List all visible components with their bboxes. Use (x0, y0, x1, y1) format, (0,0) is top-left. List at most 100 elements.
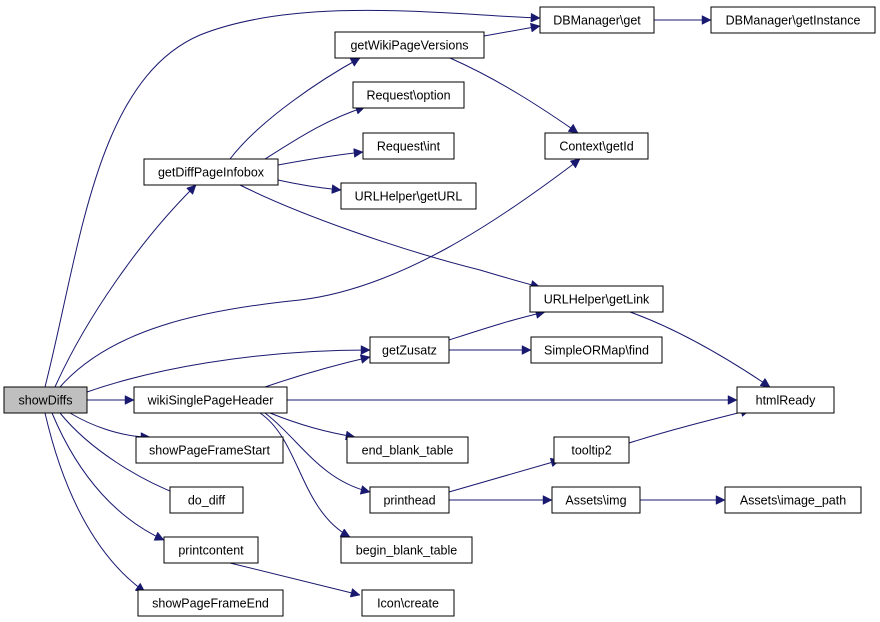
node-AssetsImagePath[interactable]: Assets\image_path (724, 486, 862, 514)
node-box (340, 182, 477, 210)
node-label: htmlReady (756, 394, 816, 408)
node-label: getDiffPageInfobox (158, 166, 265, 180)
node-wikiSinglePageHeader[interactable]: wikiSinglePageHeader (133, 386, 288, 414)
node-box (553, 436, 630, 464)
node-box (736, 386, 835, 414)
edge-showDiffs-to-getDiffPageInfobox (54, 184, 196, 388)
node-getDiffPageInfobox[interactable]: getDiffPageInfobox (143, 158, 279, 186)
node-label: showDiffs (19, 394, 73, 408)
node-label: URLHelper\getLink (544, 293, 650, 307)
node-label: begin_blank_table (356, 544, 458, 558)
node-box (346, 436, 469, 464)
node-label: tooltip2 (571, 444, 611, 458)
node-label: do_diff (188, 494, 226, 508)
node-label: printcontent (178, 544, 244, 558)
edge-getDiffPageInfobox-to-RequestOption (264, 107, 365, 160)
node-label: Request\int (377, 140, 441, 154)
edge-showDiffs-to-DBManagerGet (44, 9, 540, 388)
node-label: Assets\image_path (740, 494, 846, 508)
node-box (369, 336, 450, 364)
edge-arrow (449, 57, 578, 134)
node-URLHelperGetLink[interactable]: URLHelper\getLink (529, 285, 664, 313)
node-label: showPageFrameEnd (152, 597, 269, 611)
node-tooltip2[interactable]: tooltip2 (553, 436, 630, 464)
node-label: SimpleORMap\find (544, 344, 649, 358)
node-box (135, 436, 284, 464)
node-box (362, 132, 455, 160)
edge-showDiffs-to-getZusatz (86, 350, 370, 393)
edge-URLHelperGetLink-to-htmlReady (629, 311, 770, 388)
node-box (724, 486, 862, 514)
node-IconCreate[interactable]: Icon\create (361, 589, 455, 617)
edge-showDiffs-to-doDiff (59, 412, 180, 495)
edge-arrow (59, 158, 580, 388)
edge-wikiSinglePageHeader-to-endBlankTable (269, 412, 355, 437)
node-box (551, 486, 641, 514)
edge-getZusatz-to-URLHelperGetLink (448, 312, 545, 341)
edge-printhead-to-tooltip2 (448, 460, 560, 493)
edge-arrow (44, 9, 540, 388)
node-showPageFrameStart[interactable]: showPageFrameStart (135, 436, 284, 464)
node-RequestOption[interactable]: Request\option (352, 81, 465, 109)
node-printcontent[interactable]: printcontent (163, 536, 259, 564)
node-showDiffs[interactable]: showDiffs (3, 386, 88, 414)
edge-arrow (448, 460, 560, 493)
node-DBManagerGet[interactable]: DBManager\get (539, 6, 655, 34)
node-printhead[interactable]: printhead (369, 486, 450, 514)
node-doDiff[interactable]: do_diff (169, 486, 244, 514)
node-label: DBManager\get (553, 14, 641, 28)
edge-getWikiPageVersions-to-ContextGetId (449, 57, 578, 134)
edge-arrow (44, 412, 145, 593)
edge-arrow (628, 410, 750, 444)
node-getZusatz[interactable]: getZusatz (369, 336, 450, 364)
node-label: getWikiPageVersions (350, 39, 468, 53)
node-DBManagerGetInstance[interactable]: DBManager\getInstance (710, 6, 876, 34)
node-endBlankTable[interactable]: end_blank_table (346, 436, 469, 464)
node-label: getZusatz (382, 344, 437, 358)
edge-arrow (54, 184, 196, 388)
node-box (352, 81, 465, 109)
node-ContextGetId[interactable]: Context\getId (544, 132, 649, 160)
edge-getWikiPageVersions-to-DBManagerGet (483, 26, 540, 37)
edge-arrow (259, 412, 350, 538)
edge-arrow (448, 312, 545, 341)
node-label: Icon\create (377, 597, 439, 611)
node-URLHelperGetURL[interactable]: URLHelper\getURL (340, 182, 477, 210)
edge-getDiffPageInfobox-to-URLHelperGetURL (277, 179, 341, 190)
node-box (361, 589, 455, 617)
edge-arrow (229, 562, 360, 595)
node-showPageFrameEnd[interactable]: showPageFrameEnd (137, 589, 284, 617)
edge-wikiSinglePageHeader-to-beginBlankTable (259, 412, 350, 538)
node-box (143, 158, 279, 186)
edge-showDiffs-to-ContextGetId (59, 158, 580, 388)
node-box (340, 536, 473, 564)
node-label: Assets\img (565, 494, 626, 508)
edge-tooltip2-to-htmlReady (628, 410, 750, 444)
edge-arrow (264, 412, 370, 492)
node-box (710, 6, 876, 34)
node-label: showPageFrameStart (149, 444, 270, 458)
edge-showDiffs-to-showPageFrameStart (69, 412, 150, 437)
node-htmlReady[interactable]: htmlReady (736, 386, 835, 414)
node-RequestInt[interactable]: Request\int (362, 132, 455, 160)
node-box (334, 31, 485, 59)
edge-arrow (59, 412, 180, 495)
edge-arrow (264, 357, 370, 388)
node-box (539, 6, 655, 34)
node-label: wikiSinglePageHeader (147, 394, 274, 408)
node-beginBlankTable[interactable]: begin_blank_table (340, 536, 473, 564)
node-label: DBManager\getInstance (726, 14, 861, 28)
edge-wikiSinglePageHeader-to-getZusatz (264, 357, 370, 388)
node-box (133, 386, 288, 414)
edge-getDiffPageInfobox-to-URLHelperGetLink (239, 184, 540, 287)
node-getWikiPageVersions[interactable]: getWikiPageVersions (334, 31, 485, 59)
node-box (3, 386, 88, 414)
node-SimpleORMapFind[interactable]: SimpleORMap\find (530, 336, 663, 364)
edge-wikiSinglePageHeader-to-printhead (264, 412, 370, 492)
edge-arrow (86, 350, 370, 393)
node-box (544, 132, 649, 160)
node-label: printhead (383, 494, 435, 508)
node-AssetsImg[interactable]: Assets\img (551, 486, 641, 514)
edge-getDiffPageInfobox-to-RequestInt (277, 152, 363, 166)
